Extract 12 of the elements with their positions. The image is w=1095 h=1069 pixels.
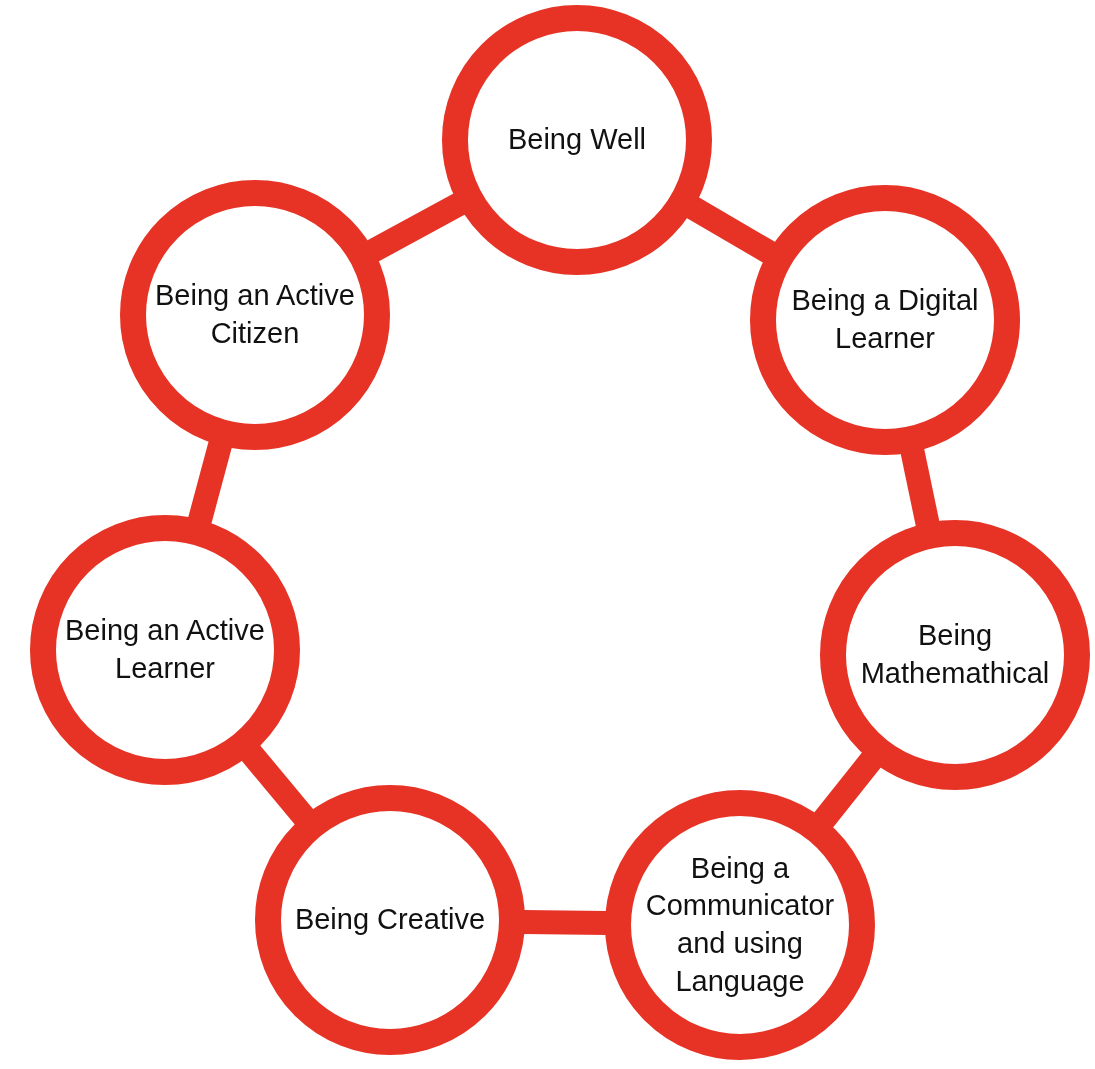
node-label: Being an Active Citizen	[154, 278, 356, 351]
ribbon-connector	[685, 196, 777, 264]
node-label: Being Creative	[293, 902, 487, 938]
ribbon-connector	[522, 909, 608, 936]
ribbon-connector	[187, 440, 233, 525]
node-label: Being Well	[506, 122, 648, 158]
node-label: Being a Communicator and using Language	[644, 850, 836, 999]
node-label: Being a Digital Learner	[790, 283, 980, 356]
node-label: Being Mathemathical	[859, 618, 1051, 691]
ribbon-connector	[813, 751, 882, 829]
ribbon-connector	[240, 744, 315, 826]
node-label: Being an Active Learner	[64, 613, 266, 686]
